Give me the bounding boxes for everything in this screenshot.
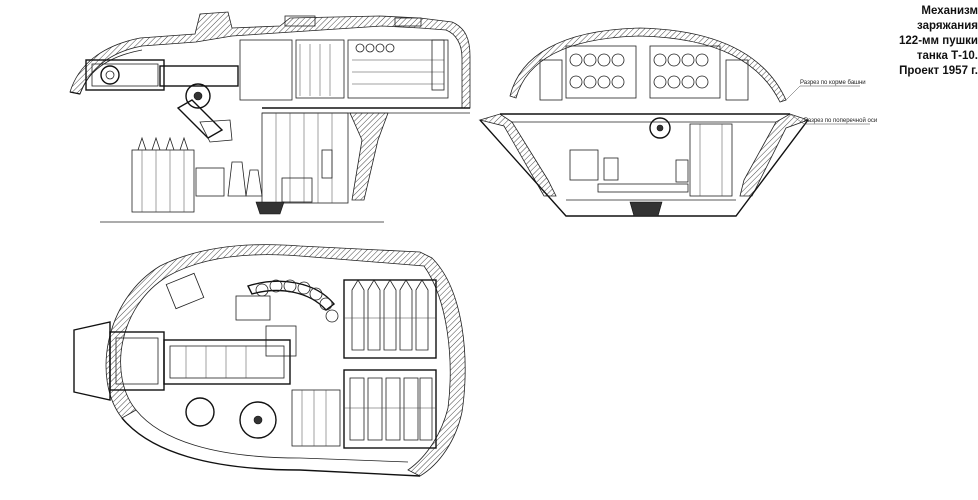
- front-label-upper: Разрез по корме башни: [800, 80, 866, 86]
- arc-conveyor-plan: [247, 279, 339, 323]
- caption-line: Проект 1957 г.: [899, 65, 978, 77]
- turret-armor-side: [69, 11, 471, 109]
- caption-line: Механизм: [921, 5, 978, 17]
- mid-ammo-rack-plan: [291, 389, 341, 447]
- lower-ammo-rack-plan: [343, 369, 437, 449]
- caption-line: 122-мм пушки: [899, 35, 978, 47]
- floor-shell-rack-side: [131, 136, 263, 213]
- upper-ammo-rack-plan: [343, 279, 437, 359]
- gun-plan: [73, 272, 297, 439]
- gun-breech-side: [85, 59, 239, 143]
- turret-dome-front: [509, 27, 787, 103]
- front-label-lower: Разрез по поперечной оси: [804, 117, 877, 124]
- vertical-feed-side: [261, 112, 349, 204]
- side-section-view: [69, 11, 471, 223]
- front-section-view: Разрез по корме башни Разрез по поперечн…: [478, 27, 877, 217]
- top-plan-view: [73, 244, 466, 477]
- caption-line: заряжания: [917, 20, 978, 32]
- turret-rack-front: [539, 45, 749, 101]
- caption-line: танка Т-10.: [916, 50, 978, 62]
- basket-pedestal-front: [629, 201, 663, 217]
- hull-right-side-front: [739, 113, 810, 197]
- drawing-caption: Механизм заряжания 122-мм пушки танка Т-…: [878, 4, 978, 79]
- turret-rack-side: [239, 39, 449, 101]
- hull-left-side-front: [478, 113, 557, 197]
- hull-wall-side: [349, 112, 389, 201]
- basket-pedestal-side: [255, 201, 285, 215]
- hull-internals-front: [566, 117, 736, 201]
